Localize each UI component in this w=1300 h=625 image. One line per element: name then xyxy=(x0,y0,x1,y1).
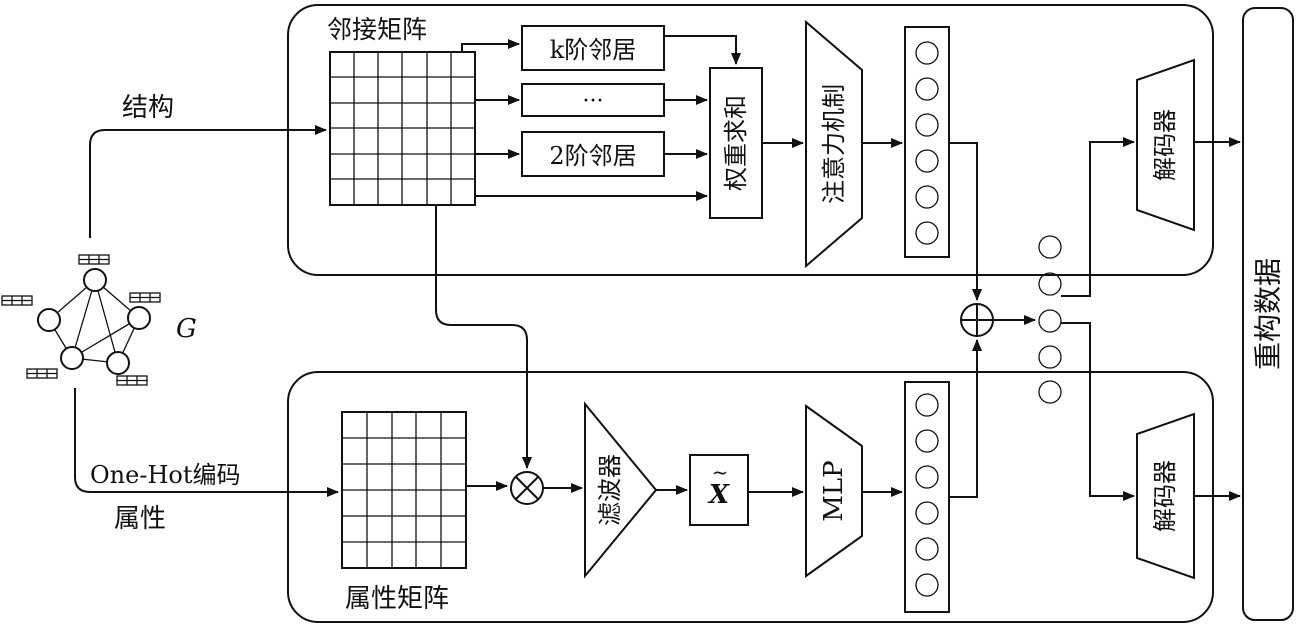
node-attribute-icons xyxy=(1,254,161,386)
structure-module xyxy=(287,4,1214,276)
k-order-neighbor-label: k阶邻居 xyxy=(550,36,637,64)
k-order-neighbor-box xyxy=(521,25,665,71)
x-tilde-mark: ~ xyxy=(712,460,729,484)
filter-label: 滤波器 xyxy=(596,454,624,526)
filter-block xyxy=(584,401,658,579)
adjacency-matrix-label: 邻接矩阵 xyxy=(327,15,427,44)
reconstructed-data-box xyxy=(1242,7,1294,621)
attention-mechanism-block xyxy=(805,19,863,269)
graph-symbol: G xyxy=(176,314,197,344)
decoder-bottom-block xyxy=(1136,412,1195,580)
addition-operator xyxy=(960,303,994,337)
multiplication-operator xyxy=(510,471,544,505)
adjacency-matrix-grid xyxy=(329,51,476,206)
attribute-matrix-grid xyxy=(341,411,467,569)
structure-label: 结构 xyxy=(122,93,174,123)
attribute-label: 属性 xyxy=(114,504,166,534)
weighted-sum-label: 权重求和 xyxy=(722,95,750,191)
onehot-encoding-label: One-Hot编码 xyxy=(90,461,240,489)
decoder-top-label: 解码器 xyxy=(1151,109,1179,181)
attribute-matrix-label: 属性矩阵 xyxy=(345,584,449,614)
mlp-label: MLP xyxy=(819,460,849,521)
reconstructed-data-label: 重构数据 xyxy=(1252,258,1285,370)
input-graph xyxy=(37,268,151,375)
fused-embedding-vector xyxy=(1038,235,1062,404)
attribute-embedding-vector xyxy=(904,381,950,613)
ellipsis-label: ··· xyxy=(583,89,604,114)
decoder-top-block xyxy=(1136,58,1195,232)
second-order-neighbor-label: 2阶邻居 xyxy=(549,142,636,170)
mlp-block xyxy=(805,404,863,578)
attention-mechanism-label: 注意力机制 xyxy=(820,84,848,204)
x-tilde-box xyxy=(689,454,749,526)
structure-embedding-vector xyxy=(904,26,950,258)
decoder-bottom-label: 解码器 xyxy=(1151,460,1179,532)
x-tilde-label: X xyxy=(707,480,731,510)
connectors xyxy=(74,35,1241,501)
